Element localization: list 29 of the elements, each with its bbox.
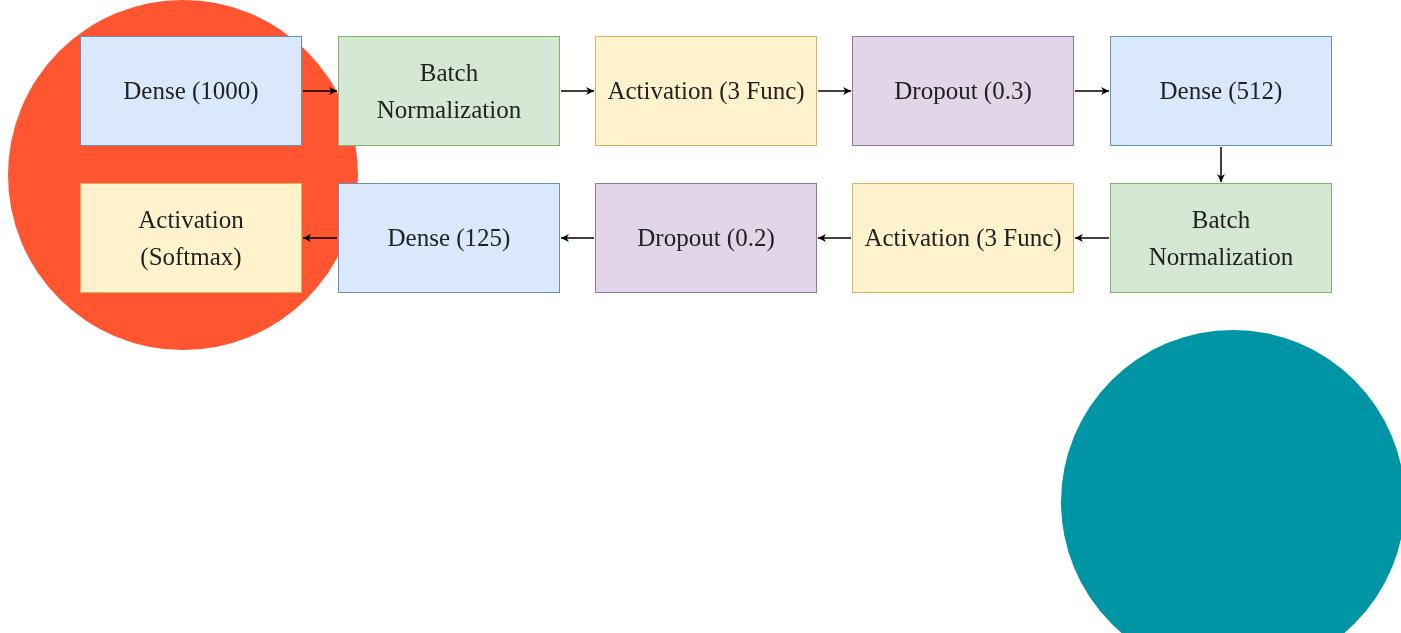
arrow: [1074, 87, 1110, 95]
arrow: [817, 234, 852, 242]
arrow: [1074, 234, 1110, 242]
arrow: [302, 87, 338, 95]
layer-box: [1110, 36, 1332, 146]
arrow: [302, 234, 338, 242]
layer-label: Dense (125): [386, 223, 512, 254]
arrow: [560, 234, 595, 242]
layer-box: [852, 36, 1074, 146]
layer-label: Batch Normalization: [375, 57, 523, 125]
layer-box: [852, 183, 1074, 293]
layer-box: [595, 36, 817, 146]
layer-box: [338, 36, 560, 146]
layer-label: Dense (512): [1158, 76, 1284, 107]
layer-box: [338, 183, 560, 293]
layer-box: [80, 183, 302, 293]
layer-box: [595, 183, 817, 293]
layer-label: Activation (3 Func): [863, 223, 1063, 254]
layer-box: [1110, 183, 1332, 293]
layer-label: Dropout (0.3): [893, 76, 1033, 107]
arrow: [560, 87, 595, 95]
layer-label: Activation (3 Func): [606, 76, 806, 107]
layer-label: Batch Normalization: [1147, 204, 1295, 272]
arrow: [817, 87, 852, 95]
arrow: [1217, 146, 1225, 183]
layer-box: [80, 36, 302, 146]
layer-label: Dense (1000): [122, 76, 260, 107]
layer-label: Dropout (0.2): [636, 223, 776, 254]
layer-label: Activation (Softmax): [137, 204, 245, 273]
